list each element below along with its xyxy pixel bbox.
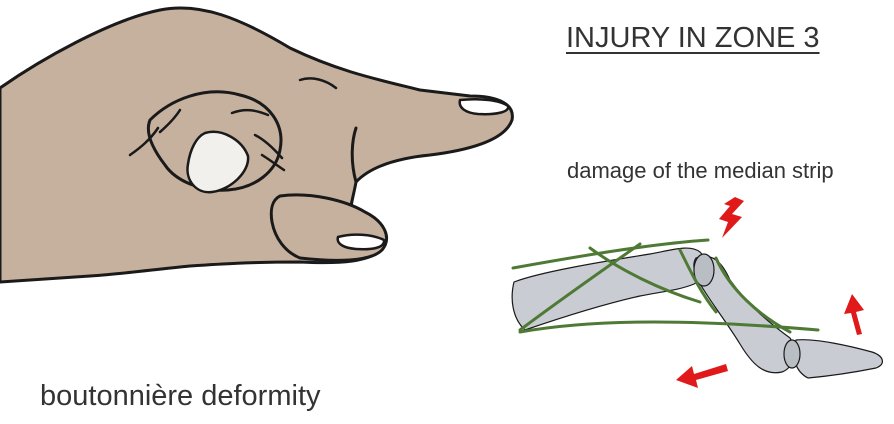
lower-finger: [271, 195, 386, 260]
lightning-icon: [719, 197, 744, 238]
hand-illustration: [0, 8, 512, 282]
damage-label: damage of the median strip: [567, 158, 834, 184]
distal-phalanx: [794, 340, 883, 378]
index-fingernail: [460, 99, 508, 114]
arrow-up-icon: [844, 294, 864, 335]
diagram-title: INJURY IN ZONE 3: [566, 22, 820, 55]
arrow-left-icon: [676, 364, 728, 388]
dip-joint: [784, 340, 800, 368]
finger-bones-illustration: [512, 248, 882, 378]
lower-fingernail: [338, 235, 384, 250]
deformity-caption: boutonnière deformity: [40, 380, 321, 413]
